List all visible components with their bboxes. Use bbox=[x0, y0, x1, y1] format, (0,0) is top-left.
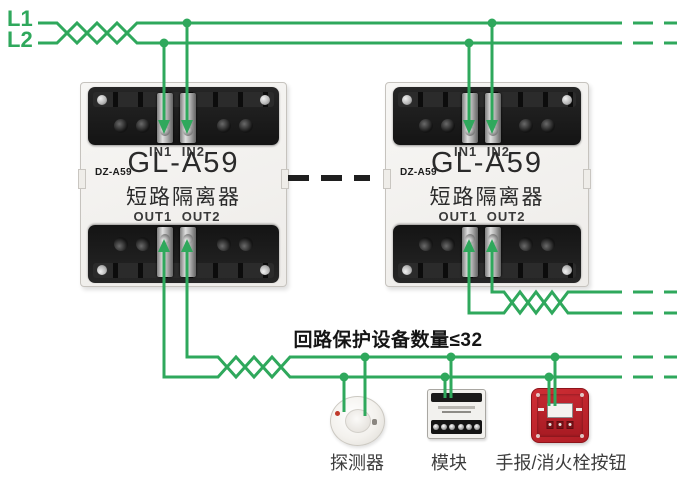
module-label: 模块 bbox=[431, 453, 467, 473]
bus-label-l1: L1 bbox=[7, 6, 33, 31]
terminal-hole bbox=[441, 237, 455, 251]
side-notch bbox=[78, 169, 86, 189]
screw-icon bbox=[580, 393, 584, 397]
wire-clamp-out2 bbox=[180, 227, 196, 277]
continuation-dash-icon bbox=[633, 290, 677, 315]
screw-icon bbox=[562, 95, 572, 105]
call-point-terminals bbox=[546, 421, 574, 429]
terminal-hole bbox=[136, 119, 150, 133]
call-point-mark bbox=[576, 408, 582, 411]
wire-clamp-in1 bbox=[462, 93, 478, 143]
continuation-dash-icon bbox=[633, 21, 677, 45]
screw-icon bbox=[260, 265, 270, 275]
in-terminal-labels: IN1 IN2 bbox=[148, 144, 206, 159]
continuation-dash-icon bbox=[633, 355, 677, 379]
screw-icon bbox=[260, 95, 270, 105]
terminal-hole bbox=[114, 119, 128, 133]
smoke-detector bbox=[330, 396, 385, 446]
side-notch bbox=[583, 169, 591, 189]
terminal-hole bbox=[136, 237, 150, 251]
wire-clamp-in2 bbox=[485, 93, 501, 143]
wire-l2 bbox=[38, 20, 622, 46]
terminal-hole bbox=[519, 237, 533, 251]
terminal-hole bbox=[541, 119, 555, 133]
terminal-strip-out bbox=[393, 225, 581, 283]
device-model: GL-A59 bbox=[431, 147, 543, 179]
detector-vent bbox=[372, 419, 377, 425]
detector-center bbox=[345, 409, 371, 433]
wire-clamp-in1 bbox=[157, 93, 173, 143]
screw-icon bbox=[580, 434, 584, 438]
wire-clamp-in2 bbox=[180, 93, 196, 143]
wire-clamp-out1 bbox=[462, 227, 478, 277]
terminal-hole bbox=[441, 119, 455, 133]
screw-icon bbox=[97, 265, 107, 275]
terminal-hole bbox=[419, 119, 433, 133]
isolator-1: IN1 IN2 DZ-A59 GL-A59 短路隔离器 OUT1 OUT2 bbox=[78, 82, 289, 287]
isolator-2: IN1 IN2 DZ-A59 GL-A59 短路隔离器 OUT1 OUT2 bbox=[383, 82, 591, 287]
device-model: GL-A59 bbox=[127, 147, 240, 179]
detector-led bbox=[335, 411, 340, 416]
side-notch bbox=[383, 169, 391, 189]
screw-icon bbox=[402, 95, 412, 105]
terminal-hole bbox=[541, 237, 555, 251]
wire-clamp-out2 bbox=[485, 227, 501, 277]
wire-l1 bbox=[38, 20, 622, 46]
wire-clamp-out1 bbox=[157, 227, 173, 277]
terminal-strip-in bbox=[88, 87, 279, 145]
screw-icon bbox=[402, 265, 412, 275]
out-terminal-labels: OUT1 OUT2 bbox=[438, 209, 526, 224]
terminal-hole bbox=[419, 237, 433, 251]
module-text-line bbox=[442, 411, 471, 413]
terminal-hole bbox=[519, 119, 533, 133]
device-name: 短路隔离器 bbox=[429, 186, 545, 209]
screw-icon bbox=[536, 393, 540, 397]
detector-label: 探测器 bbox=[330, 453, 384, 473]
module-top-strip bbox=[431, 393, 482, 402]
out-terminal-labels: OUT1 OUT2 bbox=[133, 209, 221, 224]
call-point-mark bbox=[538, 408, 544, 411]
bus-label-l2: L2 bbox=[7, 27, 33, 52]
call-point-label: 手报/消火栓按钮 bbox=[495, 453, 627, 473]
module-terminal-row bbox=[431, 420, 482, 434]
terminal-hole bbox=[239, 119, 253, 133]
screw-icon bbox=[536, 434, 540, 438]
device-name: 短路隔离器 bbox=[126, 186, 241, 209]
terminal-hole bbox=[217, 119, 231, 133]
screw-icon bbox=[562, 265, 572, 275]
terminal-hole bbox=[239, 237, 253, 251]
module-text-line bbox=[438, 406, 475, 409]
terminal-hole bbox=[114, 237, 128, 251]
terminal-strip-out bbox=[88, 225, 279, 283]
io-module bbox=[427, 389, 486, 439]
terminal-hole bbox=[217, 237, 231, 251]
manual-call-point bbox=[531, 388, 589, 443]
in-terminal-labels: IN1 IN2 bbox=[453, 144, 511, 159]
screw-icon bbox=[97, 95, 107, 105]
device-code: DZ-A59 bbox=[400, 167, 437, 178]
loop-capacity-note: 回路保护设备数量≤32 bbox=[293, 330, 483, 351]
call-point-glass bbox=[547, 403, 573, 418]
device-code: DZ-A59 bbox=[95, 167, 132, 178]
terminal-strip-in bbox=[393, 87, 581, 145]
